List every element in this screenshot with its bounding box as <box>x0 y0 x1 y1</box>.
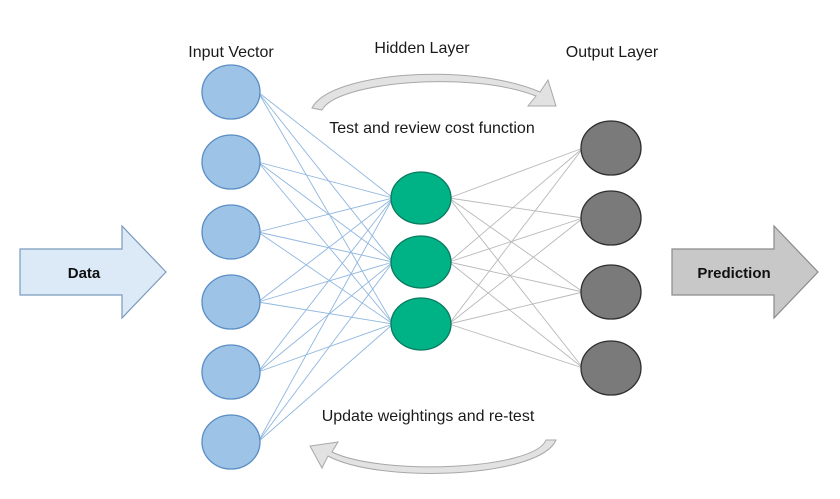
hidden-layer-label: Hidden Layer <box>374 40 470 57</box>
connection-hidden-1-output-4 <box>448 197 584 369</box>
hidden-node-2 <box>390 235 452 289</box>
top-curved-arrow <box>311 73 557 111</box>
output-node-3 <box>580 264 642 320</box>
connection-hidden-1-output-1 <box>448 147 584 199</box>
connection-input-5-hidden-2 <box>257 261 394 373</box>
input-node-6 <box>201 414 261 470</box>
connection-input-2-hidden-1 <box>257 161 394 199</box>
output-node-1 <box>580 120 642 176</box>
test-review-label: Test and review cost function <box>329 120 534 137</box>
connection-hidden-3-output-2 <box>448 217 584 325</box>
connection-hidden-3-output-3 <box>448 291 584 325</box>
connection-input-2-hidden-2 <box>257 161 394 263</box>
connection-hidden-1-output-3 <box>448 197 584 293</box>
connection-input-1-hidden-2 <box>257 91 394 263</box>
connection-hidden-1-output-2 <box>448 197 584 219</box>
connection-hidden-3-output-4 <box>448 323 584 369</box>
input-node-2 <box>201 134 261 190</box>
input-node-4 <box>201 274 261 330</box>
output-layer-label: Output Layer <box>566 44 659 61</box>
input-hidden-connections <box>257 91 394 443</box>
data-label: Data <box>68 265 101 282</box>
data-arrow: Data <box>19 224 167 320</box>
input-node-3 <box>201 204 261 260</box>
hidden-node-3 <box>390 297 452 351</box>
connection-hidden-2-output-4 <box>448 261 584 369</box>
connection-input-6-hidden-1 <box>257 197 394 443</box>
connection-input-4-hidden-3 <box>257 301 394 325</box>
connection-input-6-hidden-3 <box>257 323 394 443</box>
connection-hidden-2-output-3 <box>448 261 584 293</box>
hidden-node-1 <box>390 171 452 225</box>
connection-input-1-hidden-1 <box>257 91 394 199</box>
connection-input-2-hidden-3 <box>257 161 394 325</box>
output-node-4 <box>580 340 642 396</box>
update-weightings-label: Update weightings and re-test <box>322 408 535 425</box>
connection-input-1-hidden-3 <box>257 91 394 325</box>
hidden-output-connections <box>448 147 584 369</box>
connection-hidden-3-output-1 <box>448 147 584 325</box>
input-vector-label: Input Vector <box>188 44 274 61</box>
output-node-2 <box>580 190 642 246</box>
connection-input-5-hidden-1 <box>257 197 394 373</box>
connection-input-4-hidden-1 <box>257 197 394 303</box>
prediction-arrow: Prediction <box>671 224 819 320</box>
prediction-label: Prediction <box>697 265 770 282</box>
connection-input-5-hidden-3 <box>257 323 394 373</box>
output-layer-nodes <box>580 120 642 396</box>
connection-input-4-hidden-2 <box>257 261 394 303</box>
bottom-curved-arrow <box>309 439 557 474</box>
input-layer-nodes <box>201 64 261 470</box>
input-node-1 <box>201 64 261 120</box>
connection-hidden-2-output-2 <box>448 217 584 263</box>
connection-input-3-hidden-2 <box>257 231 394 263</box>
hidden-layer-nodes <box>390 171 452 351</box>
connection-input-3-hidden-1 <box>257 197 394 233</box>
connection-input-3-hidden-3 <box>257 231 394 325</box>
connection-input-6-hidden-2 <box>257 261 394 443</box>
input-node-5 <box>201 344 261 400</box>
connection-hidden-2-output-1 <box>448 147 584 263</box>
